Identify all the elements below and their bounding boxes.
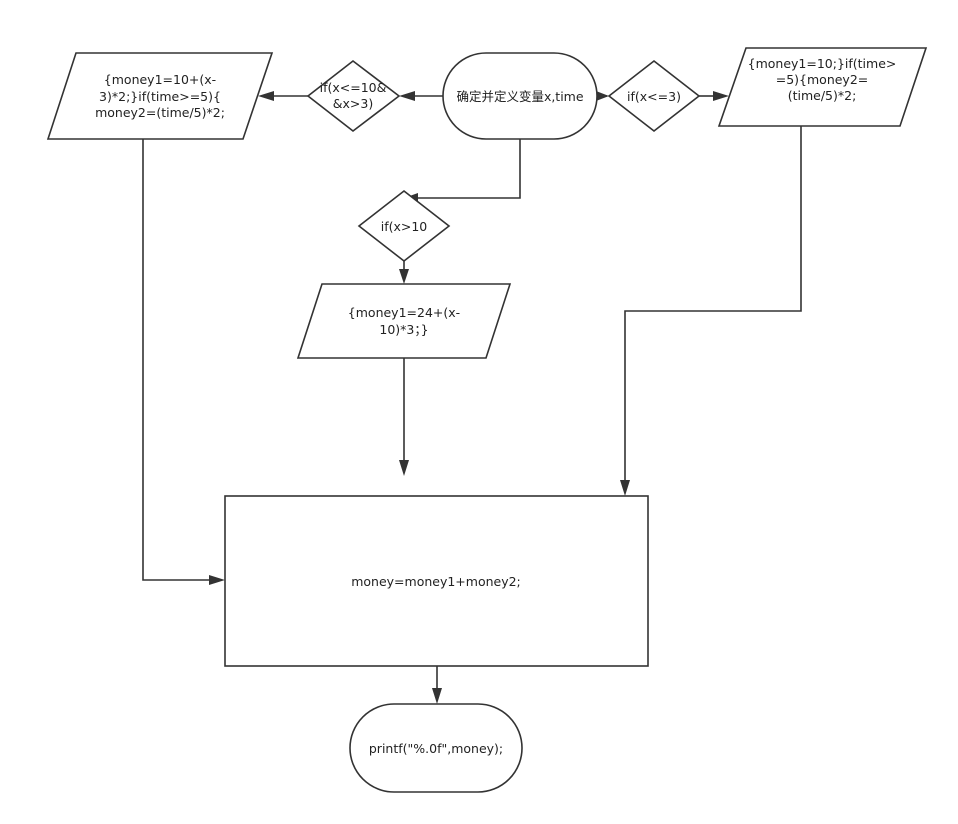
edge-calc-right-to-sum — [624, 126, 802, 480]
arrowhead — [713, 91, 729, 101]
start-terminal: 确定并定义变量x,time — [442, 52, 598, 140]
edge-calc-left-to-sum — [142, 139, 209, 581]
arrowhead — [399, 269, 409, 284]
output-terminal-label: printf("%.0f",money); — [369, 741, 503, 756]
decision-right-label: if(x<=3) — [627, 89, 681, 104]
process-mid-label-line2: 10)*3；} — [379, 322, 428, 337]
process-mid: {money1=24+(x- 10)*3；} — [296, 283, 512, 359]
process-left-label-line1: {money1=10+(x- — [104, 72, 216, 87]
process-sum-label: money=money1+money2; — [351, 574, 521, 589]
process-mid-label-line1: {money1=24+(x- — [348, 305, 460, 320]
connectors — [142, 91, 802, 704]
arrowhead — [620, 480, 630, 496]
arrowhead — [258, 91, 274, 101]
process-left-label-line3: money2=(time/5)*2; — [95, 105, 225, 120]
start-terminal-label: 确定并定义变量x,time — [456, 89, 583, 104]
arrowhead — [399, 460, 409, 476]
decision-left: if(x<=10& &x>3) — [306, 59, 401, 133]
arrowhead — [209, 575, 225, 585]
decision-right: if(x<=3) — [607, 59, 701, 133]
process-left-label-line2: 3)*2;}if(time>=5){ — [99, 89, 221, 104]
decision-left-label-line2: &x>3) — [333, 96, 373, 111]
arrowhead — [596, 91, 609, 101]
decision-mid: if(x>10 — [357, 189, 451, 263]
decision-mid-label: if(x>10 — [381, 219, 428, 234]
edge-start-to-cond-mid — [418, 139, 521, 199]
decision-left-label-line1: if(x<=10& — [320, 80, 387, 95]
process-right-label-line2: =5){money2= — [776, 72, 869, 87]
process-right-label-line3: (time/5)*2; — [788, 88, 857, 103]
process-right: {money1=10;}if(time> =5){money2= (time/5… — [717, 47, 928, 127]
arrowhead — [399, 91, 415, 101]
output-terminal: printf("%.0f",money); — [349, 703, 523, 793]
process-right-label-line1: {money1=10;}if(time> — [748, 56, 897, 71]
arrowhead — [432, 688, 442, 704]
process-sum: money=money1+money2; — [224, 495, 649, 667]
process-left: {money1=10+(x- 3)*2;}if(time>=5){ money2… — [46, 52, 274, 140]
